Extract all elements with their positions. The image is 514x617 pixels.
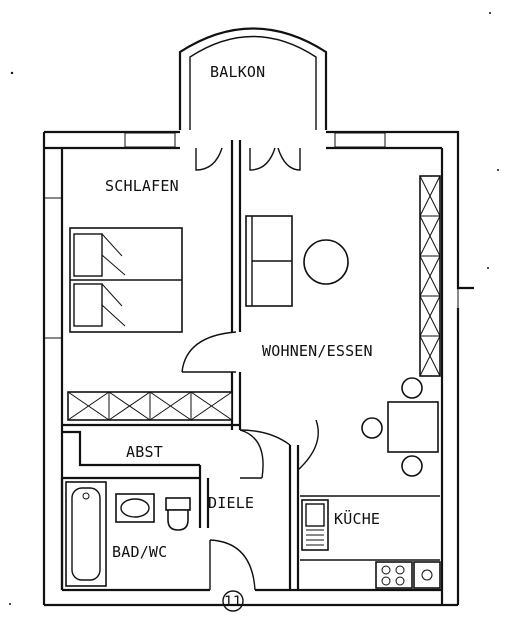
- apartment-number-marker: 11: [222, 590, 244, 612]
- interior-walls: [60, 140, 319, 591]
- dining-set: [361, 377, 439, 477]
- window-right: [334, 132, 386, 148]
- label-wohnen-essen: WOHNEN/ESSEN: [262, 342, 373, 360]
- balcony-doors: [195, 147, 301, 171]
- outer-walls: [42, 130, 474, 607]
- fridge: [413, 561, 441, 589]
- bed: [69, 227, 183, 333]
- balcony: [178, 27, 328, 130]
- stove: [375, 561, 413, 589]
- sofa: [245, 215, 293, 307]
- toilet: [165, 497, 191, 531]
- label-kueche: KÜCHE: [334, 509, 380, 528]
- shelf-unit: [419, 175, 441, 377]
- kitchen-counter: [300, 495, 441, 589]
- label-bad-wc: BAD/WC: [112, 543, 167, 561]
- label-schlafen: SCHLAFEN: [105, 177, 179, 195]
- label-abst: ABST: [126, 443, 163, 461]
- label-balkon: BALKON: [210, 63, 265, 81]
- bathtub: [65, 481, 107, 587]
- round-table: [303, 239, 349, 285]
- window-bedroom: [43, 197, 63, 339]
- label-diele: DIELE: [208, 494, 254, 512]
- wardrobe: [67, 391, 233, 421]
- washbasin: [115, 493, 155, 523]
- window-left: [124, 132, 176, 148]
- marker-number: 11: [224, 594, 242, 610]
- scan-specks: [9, 12, 499, 605]
